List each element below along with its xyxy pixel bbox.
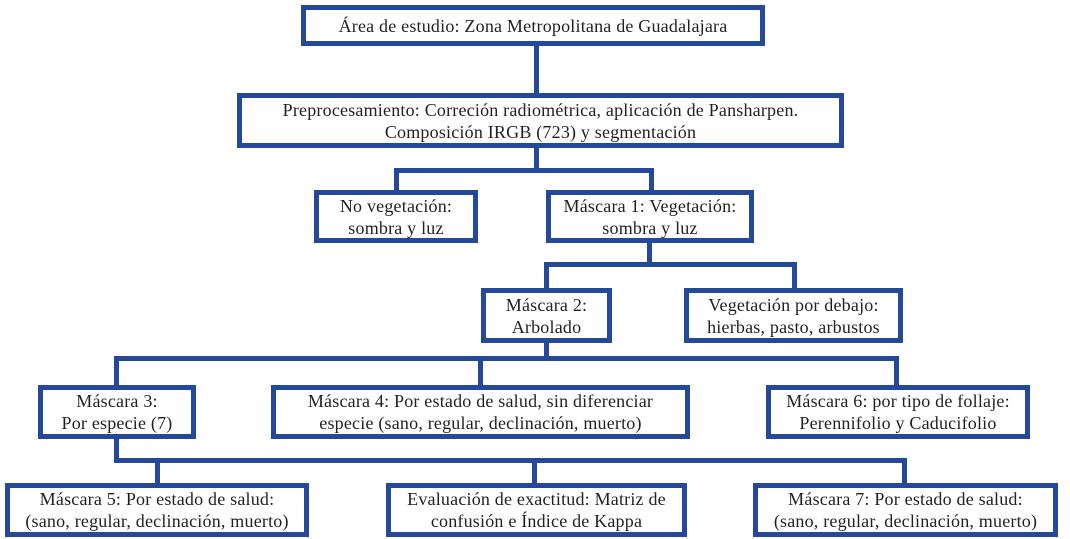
- flowchart-node-mascara-5: Máscara 5: Por estado de salud: (sano, r…: [5, 483, 309, 537]
- flowchart-node-mascara-3: Máscara 3: Por especie (7): [38, 385, 196, 439]
- connector-mascara-2-stub-down: [544, 343, 549, 361]
- flowchart-node-mascara-7: Máscara 7: Por estado de salud: (sano, r…: [753, 483, 1058, 537]
- connector-level5-horizontal: [114, 356, 899, 361]
- connector-mascara-1-stub-down: [647, 243, 652, 267]
- connector-preproc-stub-down: [534, 148, 539, 173]
- flowchart-node-mascara-6: Máscara 6: por tipo de follaje: Perennif…: [766, 385, 1030, 439]
- connector-to-mascara-4: [478, 356, 483, 385]
- connector-level6-horizontal: [114, 458, 907, 463]
- flowchart-node-preprocesamiento: Preprocesamiento: Correción radiométrica…: [237, 93, 844, 148]
- flowchart-node-mascara-2: Máscara 2: Arbolado: [481, 288, 612, 343]
- connector-level3-horizontal: [394, 168, 654, 173]
- flowchart-node-mascara-4: Máscara 4: Por estado de salud, sin dife…: [271, 385, 690, 439]
- connector-area-to-preproc: [534, 46, 539, 93]
- flowchart-node-area-estudio: Área de estudio: Zona Metropolitana de G…: [301, 5, 765, 46]
- connector-to-evaluacion: [532, 458, 537, 483]
- connector-to-mascara-7: [902, 458, 907, 483]
- connector-to-mascara-5: [155, 458, 160, 483]
- connector-to-mascara-2: [544, 262, 549, 288]
- connector-to-mascara-6: [894, 356, 899, 385]
- flowchart-node-no-vegetacion: No vegetación: sombra y luz: [314, 190, 478, 243]
- connector-to-mascara-1: [649, 168, 654, 190]
- flowchart-node-evaluacion: Evaluación de exactitud: Matriz de confu…: [386, 483, 687, 537]
- connector-mascara-3-stub-down: [114, 439, 119, 463]
- flowchart-node-vegetacion-debajo: Vegetación por debajo: hierbas, pasto, a…: [684, 288, 903, 343]
- connector-level4-horizontal: [544, 262, 797, 267]
- connector-to-no-vegetacion: [394, 168, 399, 190]
- connector-to-mascara-3: [114, 356, 119, 385]
- flowchart-node-mascara-1: Máscara 1: Vegetación: sombra y luz: [546, 190, 754, 243]
- connector-to-vegetacion-debajo: [792, 262, 797, 288]
